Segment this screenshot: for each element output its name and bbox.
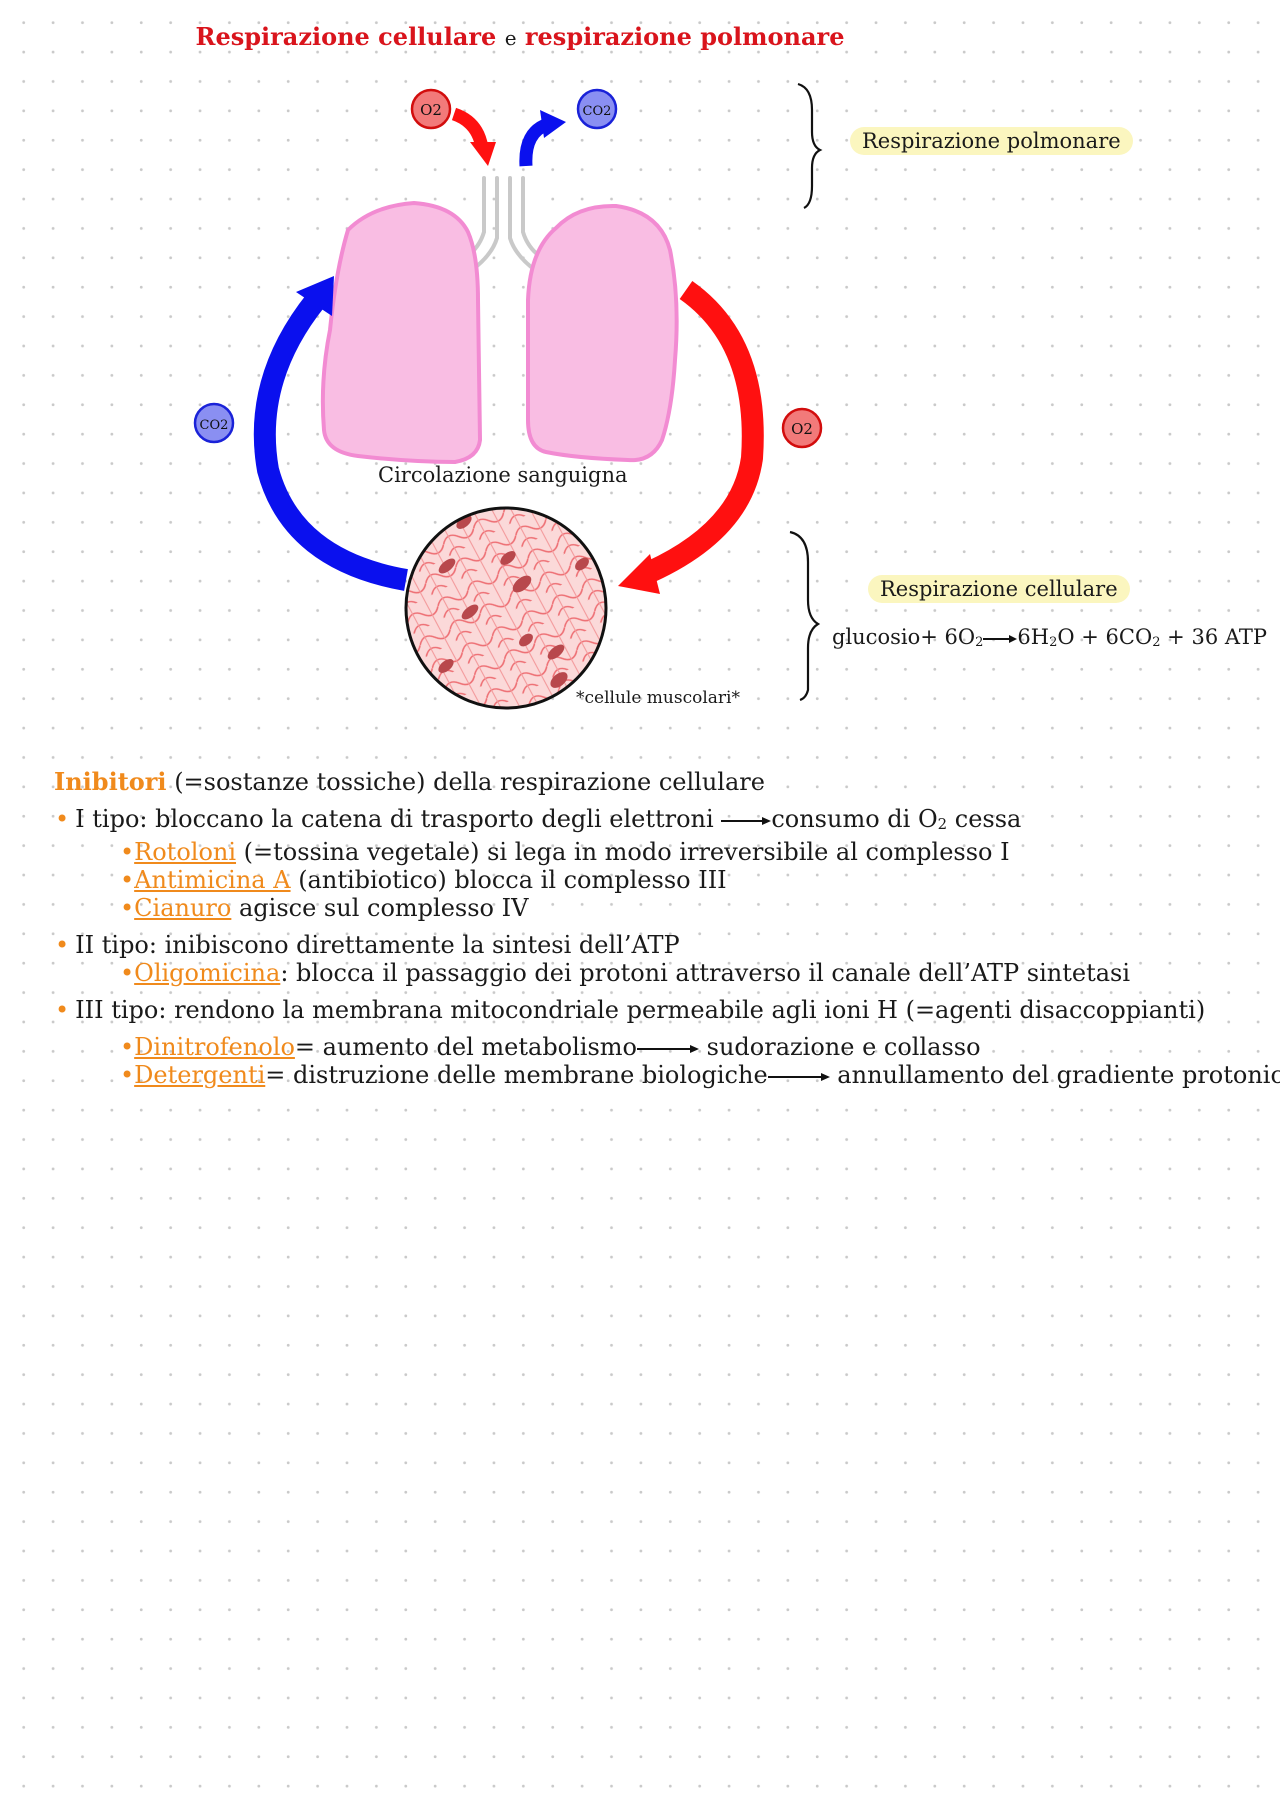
co2-left-label: CO2: [200, 418, 229, 433]
inhibitor-name-link[interactable]: Rotoloni: [134, 838, 237, 867]
heading-inhibitors: Inibitori: [54, 767, 167, 796]
eq-oxygen: 6O2: [944, 625, 984, 650]
muscle-cell: [404, 506, 608, 710]
inhibitor-name-link[interactable]: Detergenti: [134, 1061, 266, 1090]
co2-top-label: CO2: [583, 104, 612, 119]
type-3-line: •III tipo: rendono la membrana mitocondr…: [55, 996, 1245, 1024]
inhibitors-notes: Inibitori (=sostanze tossiche) della res…: [54, 767, 1280, 1090]
inhibitor-name-link[interactable]: Cianuro: [134, 894, 232, 923]
label-blood-circulation: Circolazione sanguigna: [378, 463, 628, 487]
o2-inflow-arrow: [451, 107, 496, 166]
svg-text:O2: O2: [791, 420, 813, 438]
type-1-arrow: [721, 816, 772, 825]
eq-arrow: [983, 634, 1018, 643]
eq-atp: 36 ATP: [1191, 625, 1268, 649]
eq-plus-2: +: [1167, 625, 1185, 649]
o2-bubble-right: O2: [781, 407, 823, 449]
svg-text:O2: O2: [420, 101, 442, 119]
type-1-text: I tipo: bloccano la catena di trasporto …: [75, 805, 714, 833]
title-part-pulmonary: respirazione polmonare: [524, 22, 845, 51]
eq-co2: 6CO2: [1105, 625, 1161, 650]
brace-pulmonary: [797, 82, 823, 209]
page-title: Respirazione cellulare e respirazione po…: [0, 22, 1040, 51]
label-muscle-cells: *cellule muscolari*: [576, 688, 740, 708]
co2-bubble-left: CO2: [193, 402, 235, 444]
eq-plus-1: +: [1081, 625, 1099, 649]
left-lung: [320, 200, 483, 465]
co2-blood-arrow: [253, 276, 408, 591]
brace-cellular: [789, 530, 821, 702]
co2-bubble-top: CO2: [576, 88, 618, 130]
label-cellular-respiration: Respirazione cellulare: [868, 575, 1130, 603]
inhibitor-item-antimicina: •Antimicina A (antibiotico) blocca il co…: [120, 866, 727, 895]
dinitrofenolo-arrow: [637, 1044, 700, 1053]
respiration-diagram: O2 CO2 CO2 O2: [193, 82, 823, 710]
heading-rest: (=sostanze tossiche) della respirazione …: [174, 768, 765, 796]
o2-bubble-top: O2: [410, 88, 452, 130]
inhibitors-heading: Inibitori (=sostanze tossiche) della res…: [54, 767, 1245, 797]
type-2-line: •II tipo: inibiscono direttamente la sin…: [55, 931, 1245, 959]
type-1-result: consumo di O2: [771, 805, 948, 834]
inhibitor-name-link[interactable]: Antimicina A: [134, 866, 291, 895]
co2-outflow-arrow: [519, 110, 566, 167]
o2-top-label: O2: [420, 101, 442, 119]
title-part-cellular: Respirazione cellulare: [195, 22, 497, 51]
label-pulmonary-respiration: Respirazione polmonare: [850, 127, 1133, 155]
svg-text:CO2: CO2: [200, 418, 229, 433]
right-lung: [526, 203, 679, 463]
detergenti-arrow: [767, 1072, 830, 1081]
title-joiner: e: [504, 26, 517, 50]
inhibitor-item-cianuro: •Cianuro agisce sul complesso IV: [120, 894, 529, 923]
inhibitor-item-oligomicina: •Oligomicina: blocca il passaggio dei pr…: [120, 959, 1131, 988]
type-2-text: II tipo: inibiscono direttamente la sint…: [75, 931, 680, 960]
svg-text:CO2: CO2: [583, 104, 612, 119]
type-1-line: •I tipo: bloccano la catena di trasporto…: [55, 805, 1245, 838]
bullet: •: [55, 996, 70, 1025]
inhibitor-item-rotoloni: •Rotoloni (=tossina vegetale) si lega in…: [120, 838, 1010, 867]
eq-water: 6H2O: [1017, 625, 1075, 650]
inhibitor-item-detergenti: •Detergenti= distruzione delle membrane …: [120, 1061, 1280, 1090]
respiration-equation: glucosio+ 6O2 6H2O + 6CO2 + 36 ATP: [832, 625, 1267, 650]
o2-right-label: O2: [791, 420, 813, 438]
eq-glucose: glucosio+: [832, 625, 938, 649]
type-3-text: III tipo: rendono la membrana mitocondri…: [75, 996, 1206, 1025]
bullet: •: [55, 931, 70, 960]
type-1-result-end: cessa: [954, 805, 1022, 833]
o2-blood-arrow: [618, 281, 764, 594]
inhibitor-item-dinitrofenolo: •Dinitrofenolo= aumento del metabolismo …: [120, 1033, 981, 1062]
inhibitor-name-link[interactable]: Dinitrofenolo: [134, 1033, 295, 1062]
inhibitor-name-link[interactable]: Oligomicina: [134, 959, 281, 988]
bullet: •: [55, 805, 70, 833]
